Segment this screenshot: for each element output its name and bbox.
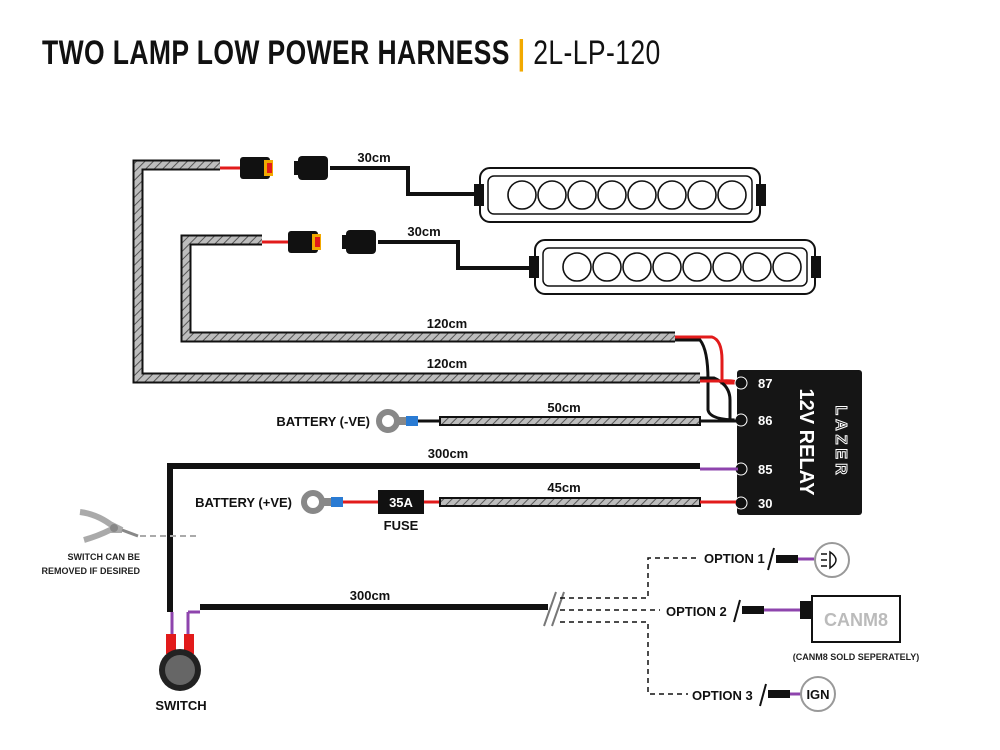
fuse-label: FUSE <box>384 518 419 533</box>
relay-pin-87: 87 <box>758 376 772 391</box>
relay-pin-86: 86 <box>758 413 772 428</box>
lamp-1-plug-male <box>294 156 328 180</box>
relay-logo: LAZER <box>832 405 849 478</box>
switch-run-wire <box>167 463 700 612</box>
switch <box>159 610 201 691</box>
lamp-2-plug-female <box>288 231 321 253</box>
title-text: TWO LAMP LOW POWER HARNESS <box>42 34 510 72</box>
option-3-connector <box>759 683 802 707</box>
battery-positive-label: BATTERY (+VE) <box>195 495 292 510</box>
length-battery-pos: 45cm <box>547 480 580 495</box>
length-run-upper: 120cm <box>427 316 467 331</box>
lamp-2-lead <box>378 240 535 270</box>
canm8-label: CANM8 <box>824 610 888 630</box>
switch-note-line1: SWITCH CAN BE <box>68 552 141 562</box>
length-lamp-2: 30cm <box>407 224 440 239</box>
option-3-label: OPTION 3 <box>692 688 753 703</box>
wire-86-black <box>700 376 738 422</box>
option-1-connector <box>767 547 814 571</box>
length-battery-neg: 50cm <box>547 400 580 415</box>
battery-negative-label: BATTERY (-VE) <box>276 414 370 429</box>
option-3-path <box>560 621 688 695</box>
lamp-1-lead <box>330 166 480 196</box>
canm8-module: CANM8 <box>811 595 901 643</box>
option-1-label: OPTION 1 <box>704 551 765 566</box>
lamp-2-plug-male <box>342 230 376 254</box>
page-title: TWO LAMP LOW POWER HARNESS|2L-LP-120 <box>42 34 661 73</box>
lamp-1-plug-female <box>240 157 273 179</box>
relay: 87 86 85 30 12V RELAY LAZER <box>734 370 862 515</box>
ignition-icon: IGN <box>800 676 836 712</box>
lamp-2 <box>528 239 822 295</box>
fuse-rating: 35A <box>389 495 413 510</box>
length-lamp-1: 30cm <box>357 150 390 165</box>
title-separator: | <box>517 34 526 72</box>
lamp-1 <box>473 167 767 223</box>
canm8-note: (CANM8 SOLD SEPERATELY) <box>793 652 920 662</box>
wire-87-red <box>675 335 738 385</box>
relay-pin-85: 85 <box>758 462 772 477</box>
option-2-label: OPTION 2 <box>666 604 727 619</box>
relay-label: 12V RELAY <box>795 388 817 496</box>
battery-negative <box>376 409 736 433</box>
length-run-lower: 120cm <box>427 356 467 371</box>
cutter-icon <box>79 509 139 543</box>
length-option-run: 300cm <box>350 588 390 603</box>
switch-note-line2: REMOVED IF DESIRED <box>41 566 140 576</box>
relay-pin-30: 30 <box>758 496 772 511</box>
cut-mark-1 <box>543 591 557 627</box>
battery-positive <box>301 490 736 514</box>
ign-label: IGN <box>806 687 829 702</box>
option-2-connector <box>733 599 812 623</box>
headlight-icon <box>814 542 850 578</box>
part-code: 2L-LP-120 <box>533 34 661 72</box>
length-switch-run: 300cm <box>428 446 468 461</box>
option-1-path <box>560 557 700 599</box>
fuse: 35A <box>378 490 424 514</box>
switch-label: SWITCH <box>155 698 206 713</box>
